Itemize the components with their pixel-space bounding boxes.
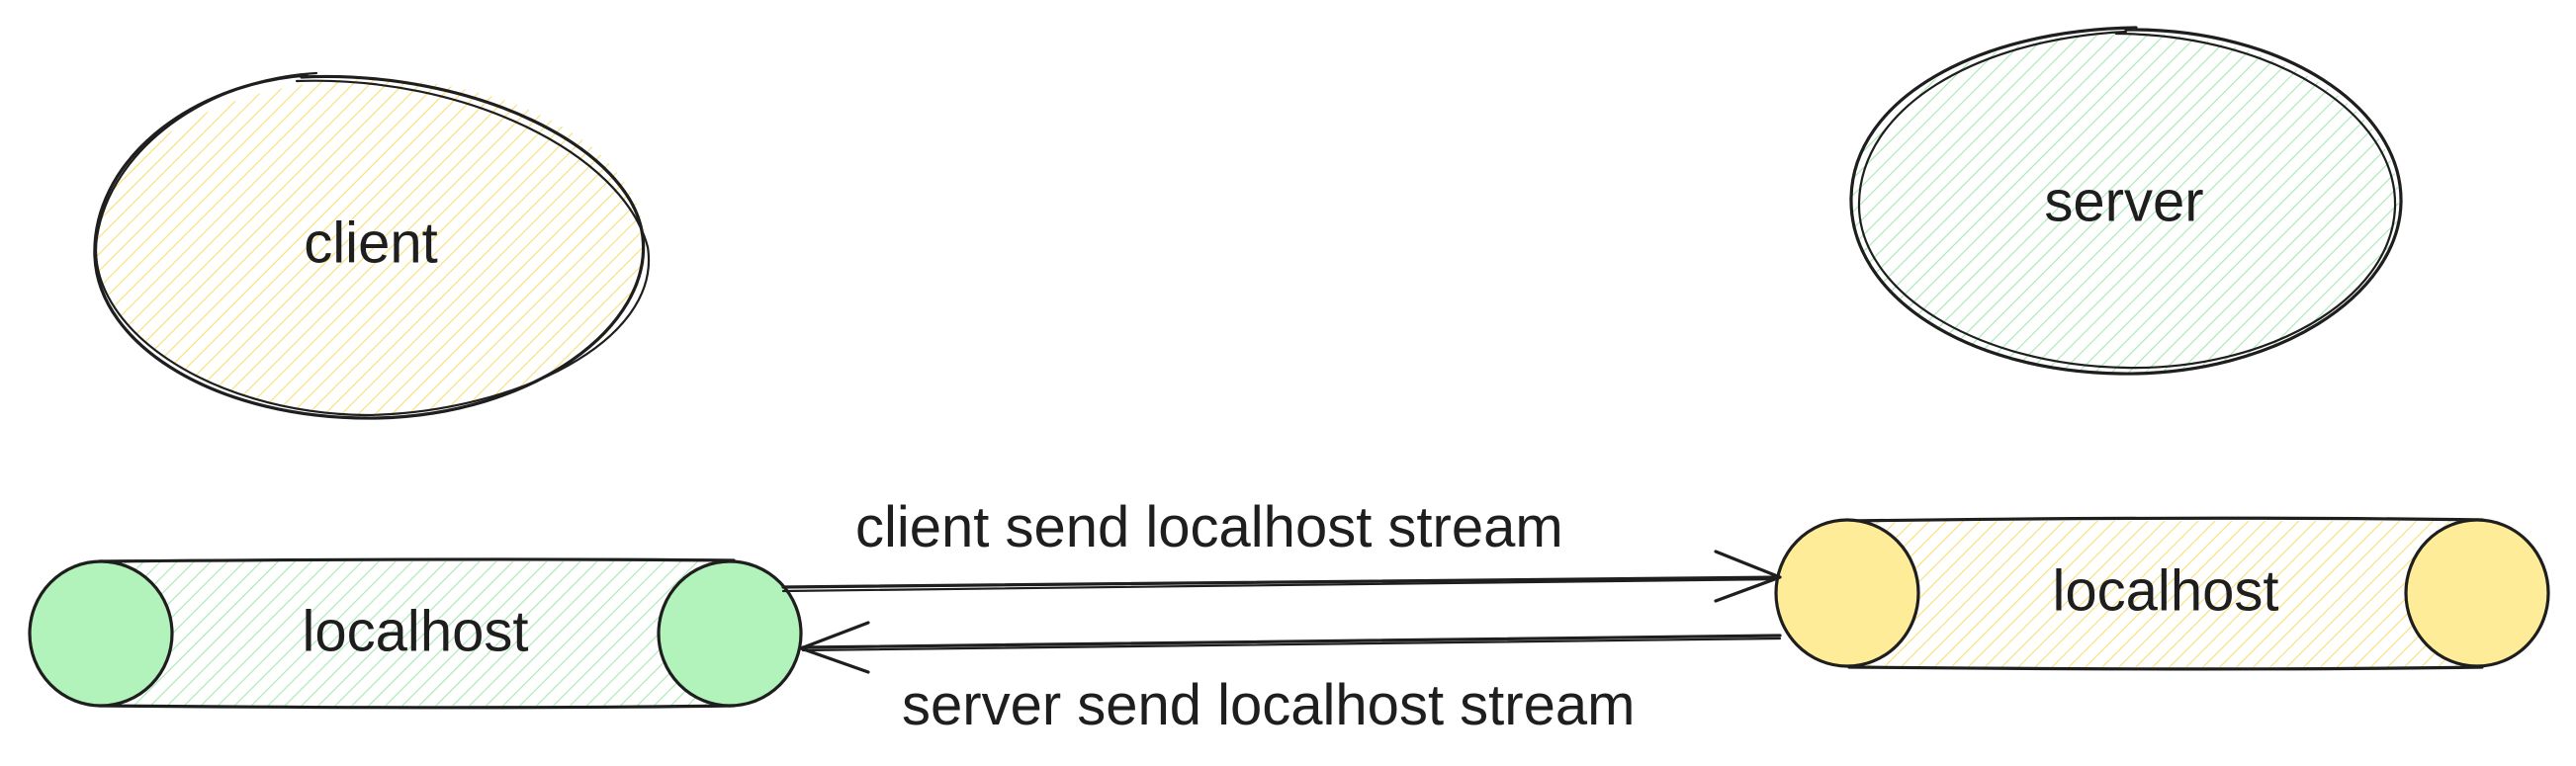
server-to-client-arrowhead — [799, 621, 870, 674]
client-to-server-shaft — [781, 575, 1780, 589]
server-localhost-node[interactable]: localhost — [1774, 516, 2550, 671]
server-to-client-label: server send localhost stream — [902, 673, 1635, 737]
server-localhost-body-bottom — [1847, 665, 2484, 671]
server-localhost-right-cap — [2404, 518, 2550, 668]
client-localhost-body-top — [97, 557, 736, 563]
server-ellipse-outline-2 — [1857, 30, 2397, 370]
server-localhost-label: localhost — [2053, 558, 2279, 623]
server-label: server — [2044, 169, 2203, 233]
server-ellipse-outline — [1849, 26, 2403, 376]
client-ellipse-outline-2 — [94, 71, 651, 417]
server-to-client-arrow[interactable]: server send localhost stream — [799, 621, 1782, 737]
server-to-client-shaft-2 — [801, 637, 1782, 652]
client-localhost-body-fill — [99, 561, 732, 706]
server-node[interactable]: server — [1849, 26, 2403, 376]
client-localhost-left-cap — [28, 559, 174, 708]
server-to-client-shaft — [801, 634, 1782, 649]
server-localhost-body-top — [1847, 516, 2484, 523]
client-node[interactable]: client — [93, 71, 651, 420]
server-localhost-body-fill — [1849, 521, 2482, 667]
client-localhost-label: localhost — [303, 599, 529, 663]
client-localhost-body-bottom — [97, 704, 736, 710]
client-localhost-node[interactable]: localhost — [28, 557, 803, 710]
client-localhost-right-cap — [657, 559, 803, 708]
server-ellipse-fill — [1849, 33, 2399, 373]
client-to-server-label: client send localhost stream — [855, 495, 1563, 559]
client-to-server-shaft-2 — [781, 577, 1780, 593]
server-localhost-left-cap — [1774, 518, 1920, 668]
client-label: client — [304, 211, 437, 275]
client-to-server-arrow[interactable]: client send localhost stream — [781, 495, 1782, 603]
client-ellipse-fill — [96, 79, 646, 415]
client-to-server-arrowhead — [1714, 550, 1782, 603]
client-ellipse-outline — [93, 73, 646, 420]
